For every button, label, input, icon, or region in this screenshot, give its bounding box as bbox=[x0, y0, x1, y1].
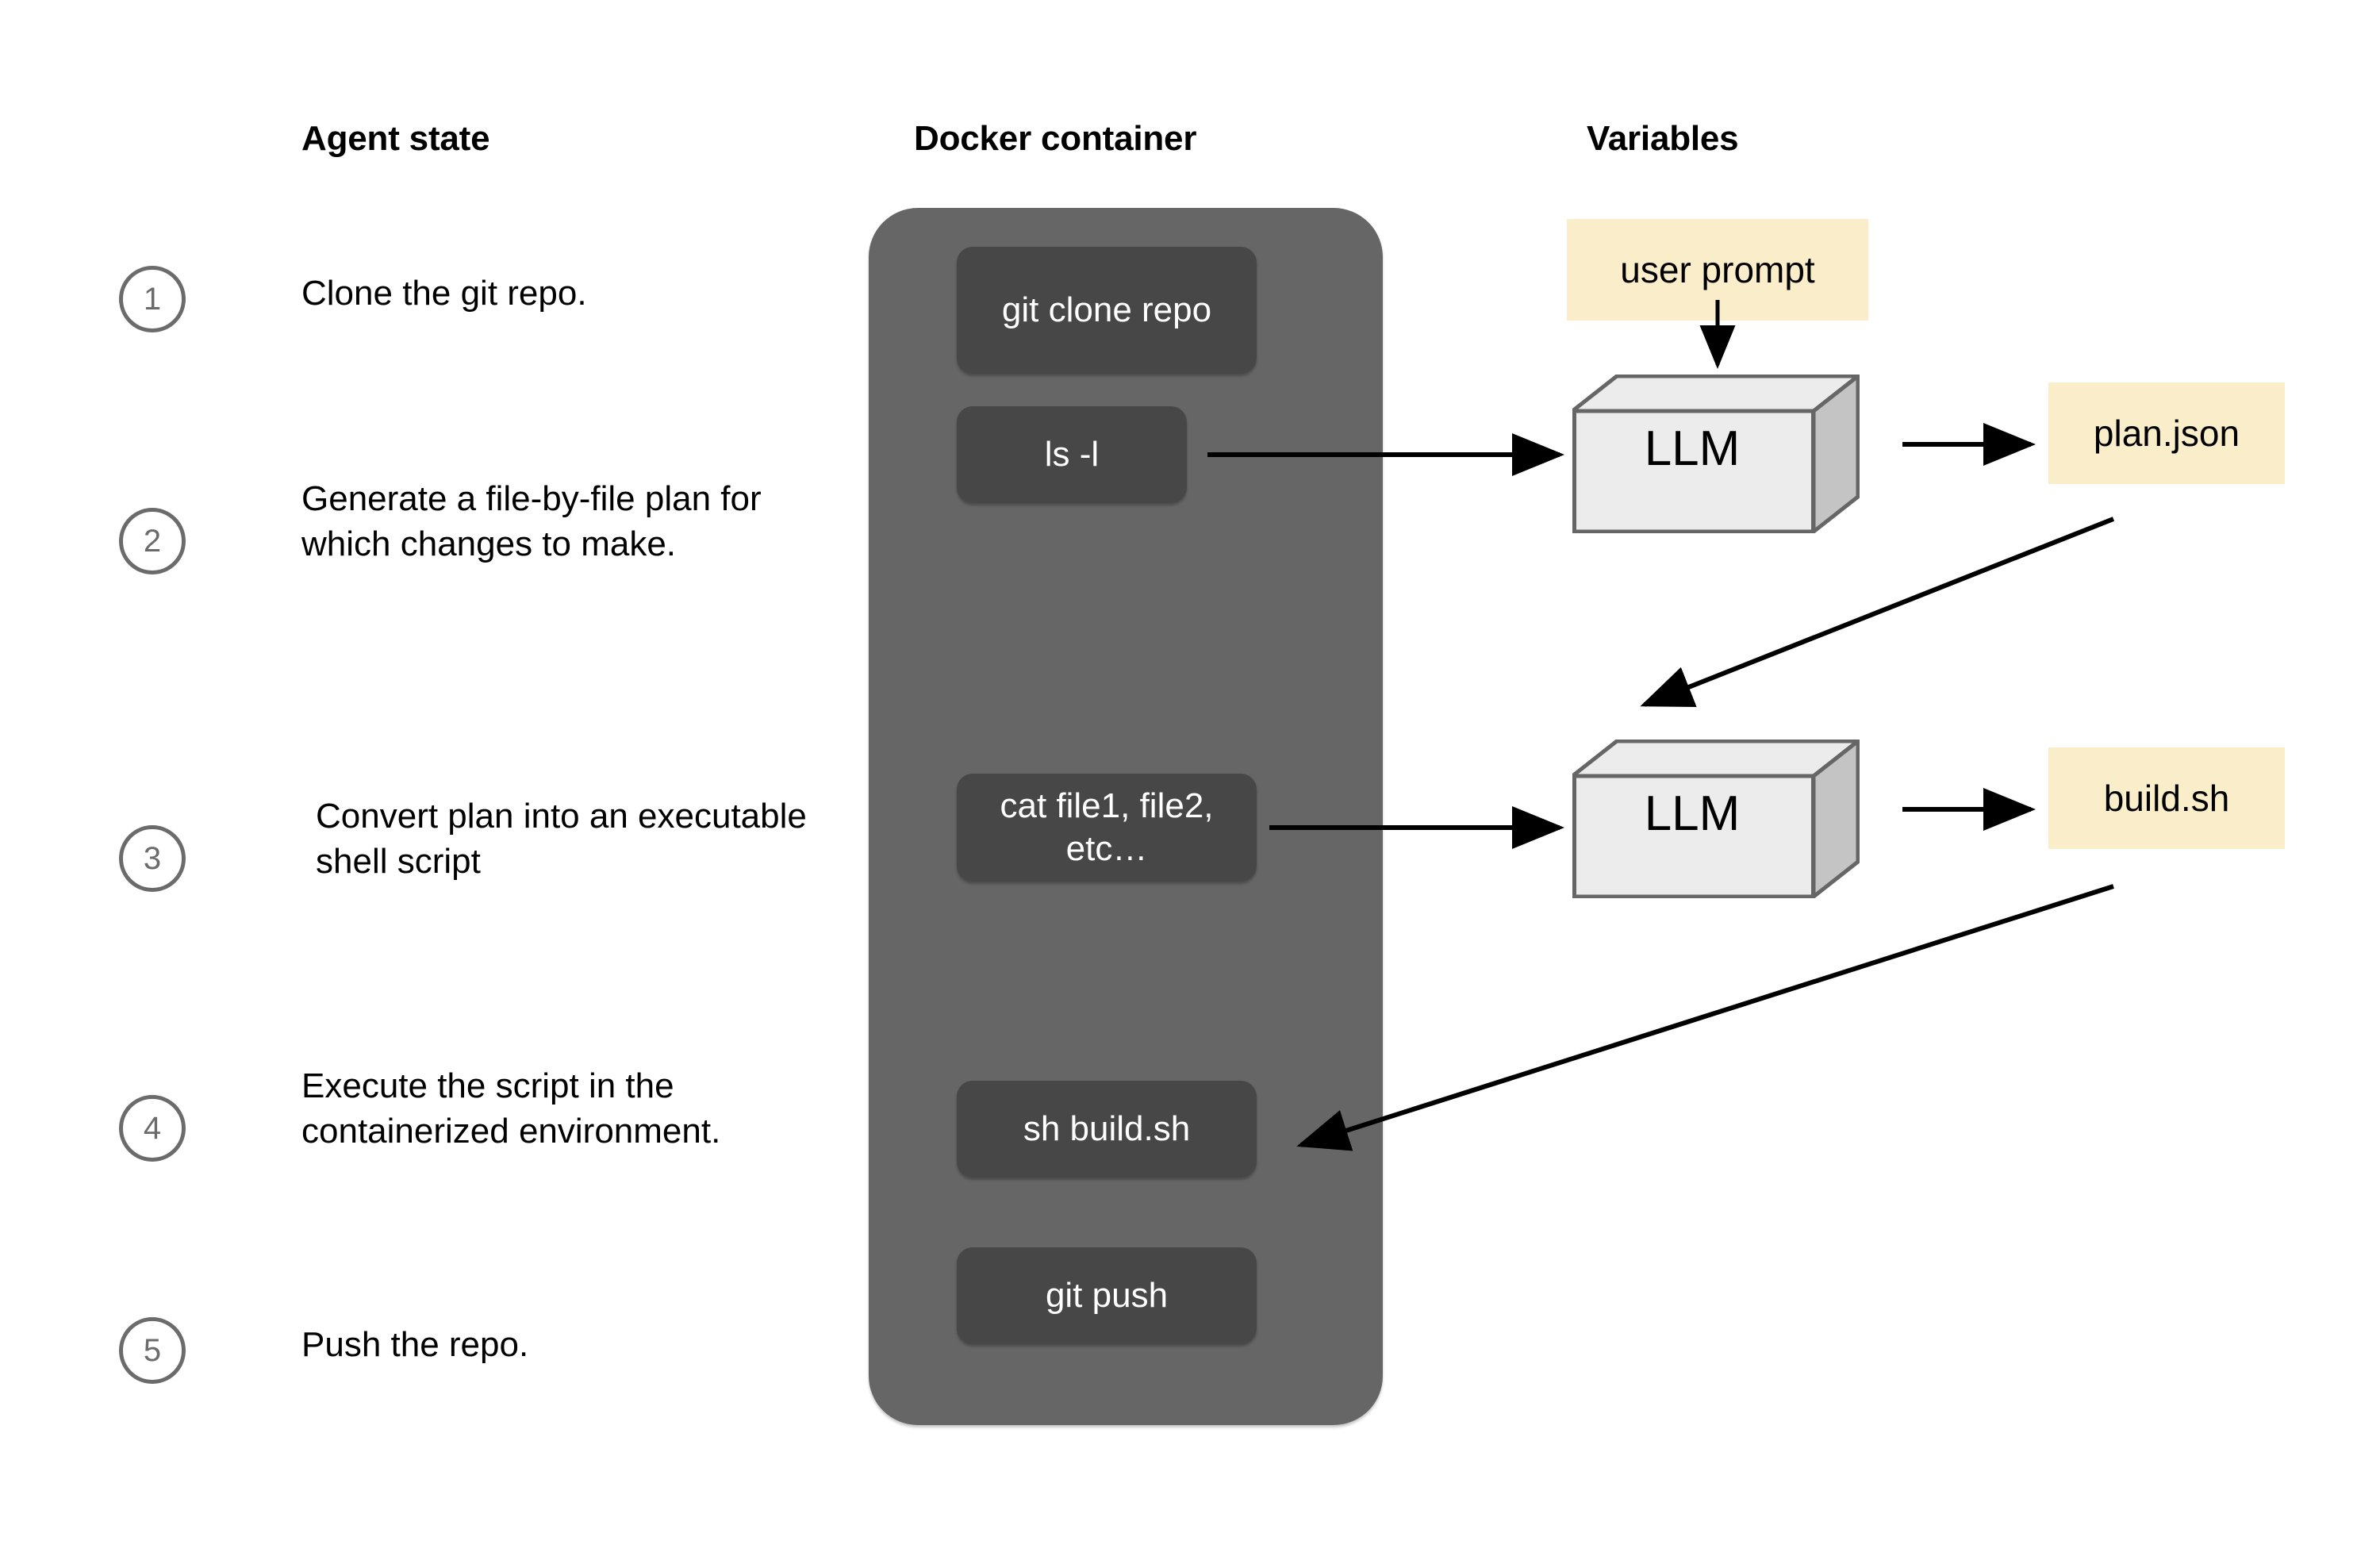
step-number-badge: 3 bbox=[119, 825, 186, 892]
arrow-plan-json-to-llm2 bbox=[1640, 517, 2115, 708]
llm-node-1: LLM bbox=[1570, 374, 1860, 534]
step-number-badge: 2 bbox=[119, 508, 186, 574]
step-number-badge: 4 bbox=[119, 1095, 186, 1162]
column-header-docker-container: Docker container bbox=[914, 119, 1197, 158]
command-box-cat-files: cat file1, file2, etc… bbox=[957, 774, 1257, 882]
command-box-git-push: git push bbox=[957, 1247, 1257, 1344]
step-number-badge: 1 bbox=[119, 266, 186, 332]
step-description: Clone the git repo. bbox=[301, 274, 587, 313]
variable-chip-build-sh: build.sh bbox=[2048, 747, 2285, 849]
cube-icon bbox=[1570, 739, 1860, 899]
llm-node-2: LLM bbox=[1570, 739, 1860, 899]
command-box-ls: ls -l bbox=[957, 406, 1187, 503]
step-number-badge: 5 bbox=[119, 1317, 186, 1384]
arrow-build-sh-to-sh-build bbox=[1296, 884, 2114, 1151]
variable-chip-plan-json: plan.json bbox=[2048, 382, 2285, 484]
command-box-git-clone: git clone repo bbox=[957, 247, 1257, 374]
cube-icon bbox=[1570, 374, 1860, 534]
step-description: Push the repo. bbox=[301, 1325, 529, 1364]
column-header-agent-state: Agent state bbox=[301, 119, 490, 158]
step-description: Execute the script in the containerized … bbox=[301, 1066, 721, 1151]
command-box-sh-build: sh build.sh bbox=[957, 1081, 1257, 1178]
variable-chip-user-prompt: user prompt bbox=[1567, 219, 1868, 321]
step-description: Generate a file-by-file plan for which c… bbox=[301, 479, 762, 564]
column-header-variables: Variables bbox=[1587, 119, 1739, 158]
step-description: Convert plan into an executable shell sc… bbox=[316, 797, 807, 882]
